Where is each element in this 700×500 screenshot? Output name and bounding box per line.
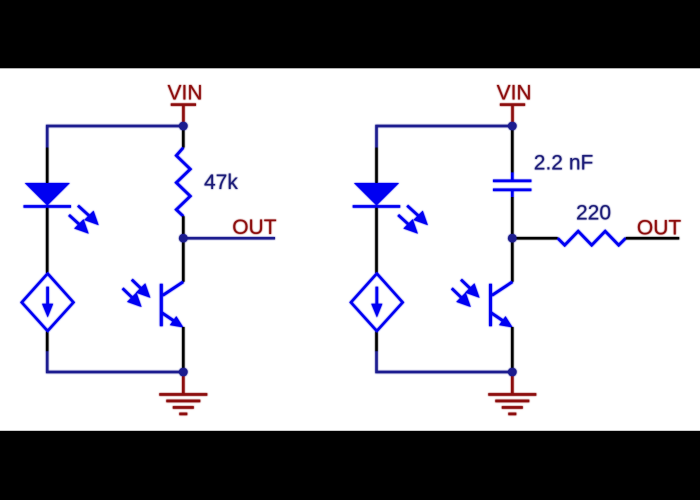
svg-text:VIN: VIN xyxy=(497,82,532,105)
svg-text:OUT: OUT xyxy=(637,217,682,240)
svg-text:220: 220 xyxy=(576,201,611,224)
svg-text:47k: 47k xyxy=(204,171,238,194)
svg-text:OUT: OUT xyxy=(232,216,277,239)
svg-text:2.2 nF: 2.2 nF xyxy=(534,152,594,175)
svg-text:VIN: VIN xyxy=(167,82,202,105)
